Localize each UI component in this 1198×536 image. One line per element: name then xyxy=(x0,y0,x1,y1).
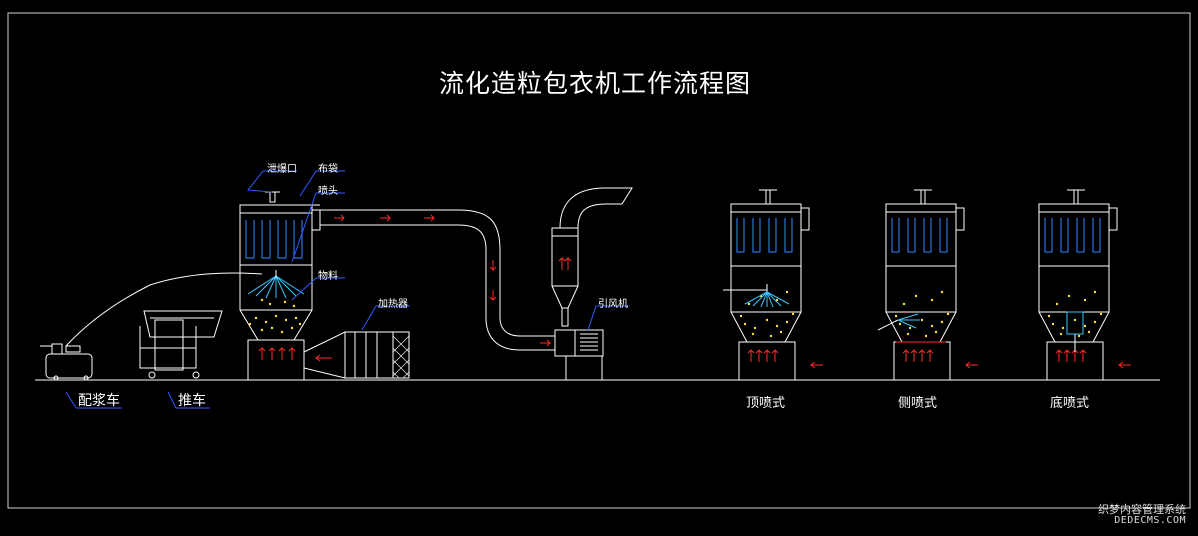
label-heater: 加热器 xyxy=(378,299,408,310)
label-side-spray: 侧喷式 xyxy=(898,396,938,411)
variant-side-spray-machine xyxy=(877,189,979,381)
airflow-arrows-main xyxy=(258,347,296,360)
drawing-border xyxy=(7,12,1191,509)
exhaust-duct xyxy=(320,209,555,351)
induced-draft-fan xyxy=(554,329,604,381)
heater xyxy=(303,331,410,379)
label-explosion-vent: 泄爆口 xyxy=(267,164,297,175)
slurry-cart xyxy=(40,272,263,381)
main-fluid-bed xyxy=(239,191,321,381)
filter-bags-main xyxy=(245,220,303,259)
watermark-text: 织梦内容管理系统 xyxy=(1098,503,1186,516)
particles-main xyxy=(248,298,302,334)
spray-pattern-main xyxy=(247,275,305,299)
label-spray-nozzle: 喷头 xyxy=(318,186,338,197)
label-filter-bag: 布袋 xyxy=(318,164,338,175)
trolley xyxy=(139,310,223,379)
label-top-spray: 顶喷式 xyxy=(746,396,786,411)
label-trolley: 推车 xyxy=(178,393,206,409)
duct-flow-arrows xyxy=(334,214,551,347)
diagram-title: 流化造粒包衣机工作流程图 xyxy=(438,69,751,98)
variant-bottom-spray-machine xyxy=(1038,189,1132,381)
variant-top-spray-machine xyxy=(723,189,824,381)
leader-lines xyxy=(65,170,628,409)
label-bottom-spray: 底喷式 xyxy=(1050,396,1090,411)
cyclone-separator xyxy=(551,187,633,327)
label-slurry-cart: 配浆车 xyxy=(78,393,120,409)
label-induced-fan: 引风机 xyxy=(598,299,628,310)
heater-airflow-arrow xyxy=(315,354,332,362)
label-material: 物料 xyxy=(318,271,338,282)
cyclone-up-arrows xyxy=(558,257,572,270)
watermark-url: DEDECMS.COM xyxy=(1114,515,1186,526)
